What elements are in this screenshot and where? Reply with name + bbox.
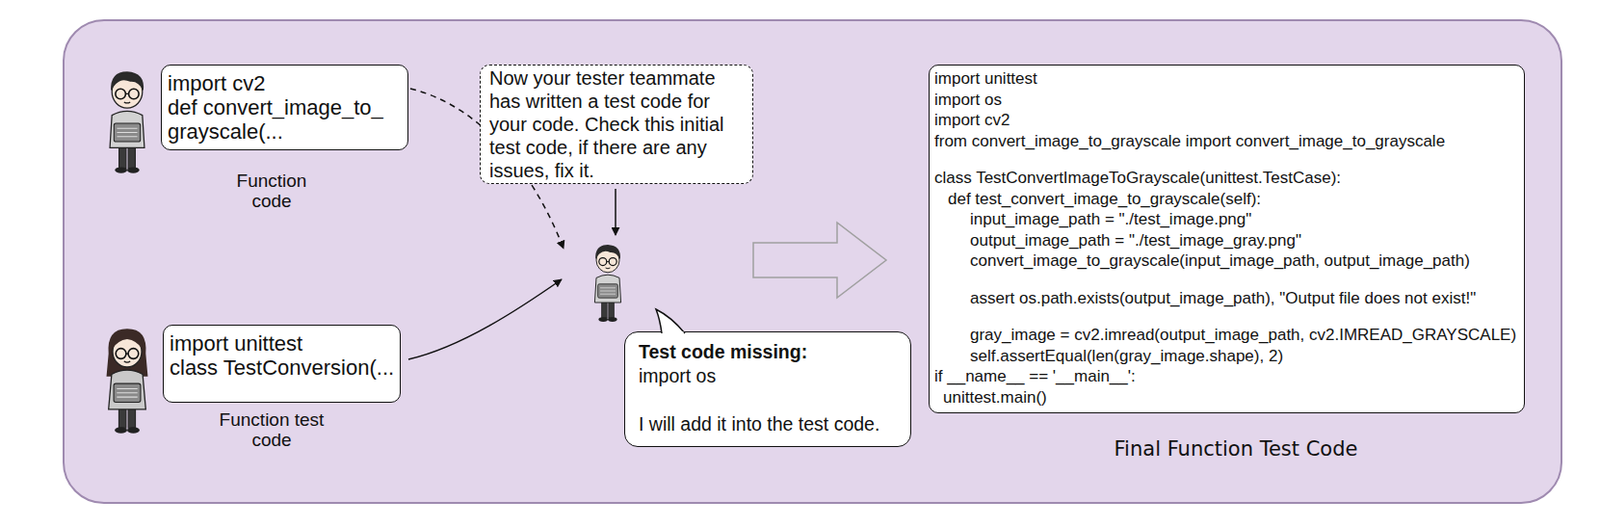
code-line: def test_convert_image_to_grayscale(self… (934, 188, 1517, 210)
instruction-text: Now your tester teammate has written a t… (489, 66, 744, 183)
solid-arrow (408, 279, 562, 360)
hollow-arrow (753, 222, 887, 298)
function-code-box: import cv2def convert_image_to_grayscale… (160, 64, 409, 151)
bubble-tail-outline (655, 309, 685, 334)
code-line: gray_image = cv2.imread(output_image_pat… (934, 324, 1517, 346)
code-line: import os (934, 89, 1517, 111)
code-line: from convert_image_to_grayscale import c… (934, 131, 1517, 153)
final-test-code-box: import unittestimport osimport cv2from c… (928, 64, 1525, 414)
box-label: Function test code (218, 409, 325, 450)
speech-bubble: Test code missing:import os I will add it… (624, 331, 912, 447)
test-code-box: import unittestclass TestConversion(...F… (162, 324, 401, 403)
code-line: import cv2 (167, 71, 402, 96)
code-line: import cv2 (934, 109, 1517, 132)
code-line: convert_image_to_grayscale(input_image_p… (934, 250, 1517, 272)
developer-avatar (109, 71, 145, 173)
code-line: output_image_path = "./test_image_gray.p… (934, 230, 1517, 252)
developer-avatar (594, 244, 621, 322)
instruction-note: Now your tester teammate has written a t… (479, 64, 754, 184)
box-label: Function code (218, 170, 325, 211)
down-arrow (614, 188, 617, 236)
code-line: self.assertEqual(len(gray_image.shape), … (934, 345, 1517, 368)
code-line: class TestConversion(... (169, 355, 394, 380)
code-line: grayscale(... (167, 119, 402, 144)
code-line: input_image_path = "./test_image.png" (934, 209, 1517, 231)
bubble-text: I will add it into the test code. (638, 412, 899, 437)
code-line: class TestConvertImageToGrayscale(unitte… (934, 167, 1517, 189)
code-line: unittest.main() (934, 387, 1517, 409)
code-line: assert os.path.exists(output_image_path)… (934, 288, 1517, 310)
background-panel (63, 20, 1562, 503)
bubble-text: import os (638, 364, 899, 389)
code-line: def convert_image_to_ (167, 95, 402, 120)
code-line: if __name__ == '__main__': (934, 366, 1517, 388)
tester-avatar (106, 328, 149, 433)
code-line: import unittest (934, 68, 1517, 90)
bubble-text: Test code missing: (638, 340, 899, 365)
bubble-tail-join (663, 331, 684, 336)
code-line: import unittest (169, 331, 394, 356)
bubble-tail (654, 307, 693, 337)
figure-caption: Final Function Test Code (1033, 436, 1439, 462)
